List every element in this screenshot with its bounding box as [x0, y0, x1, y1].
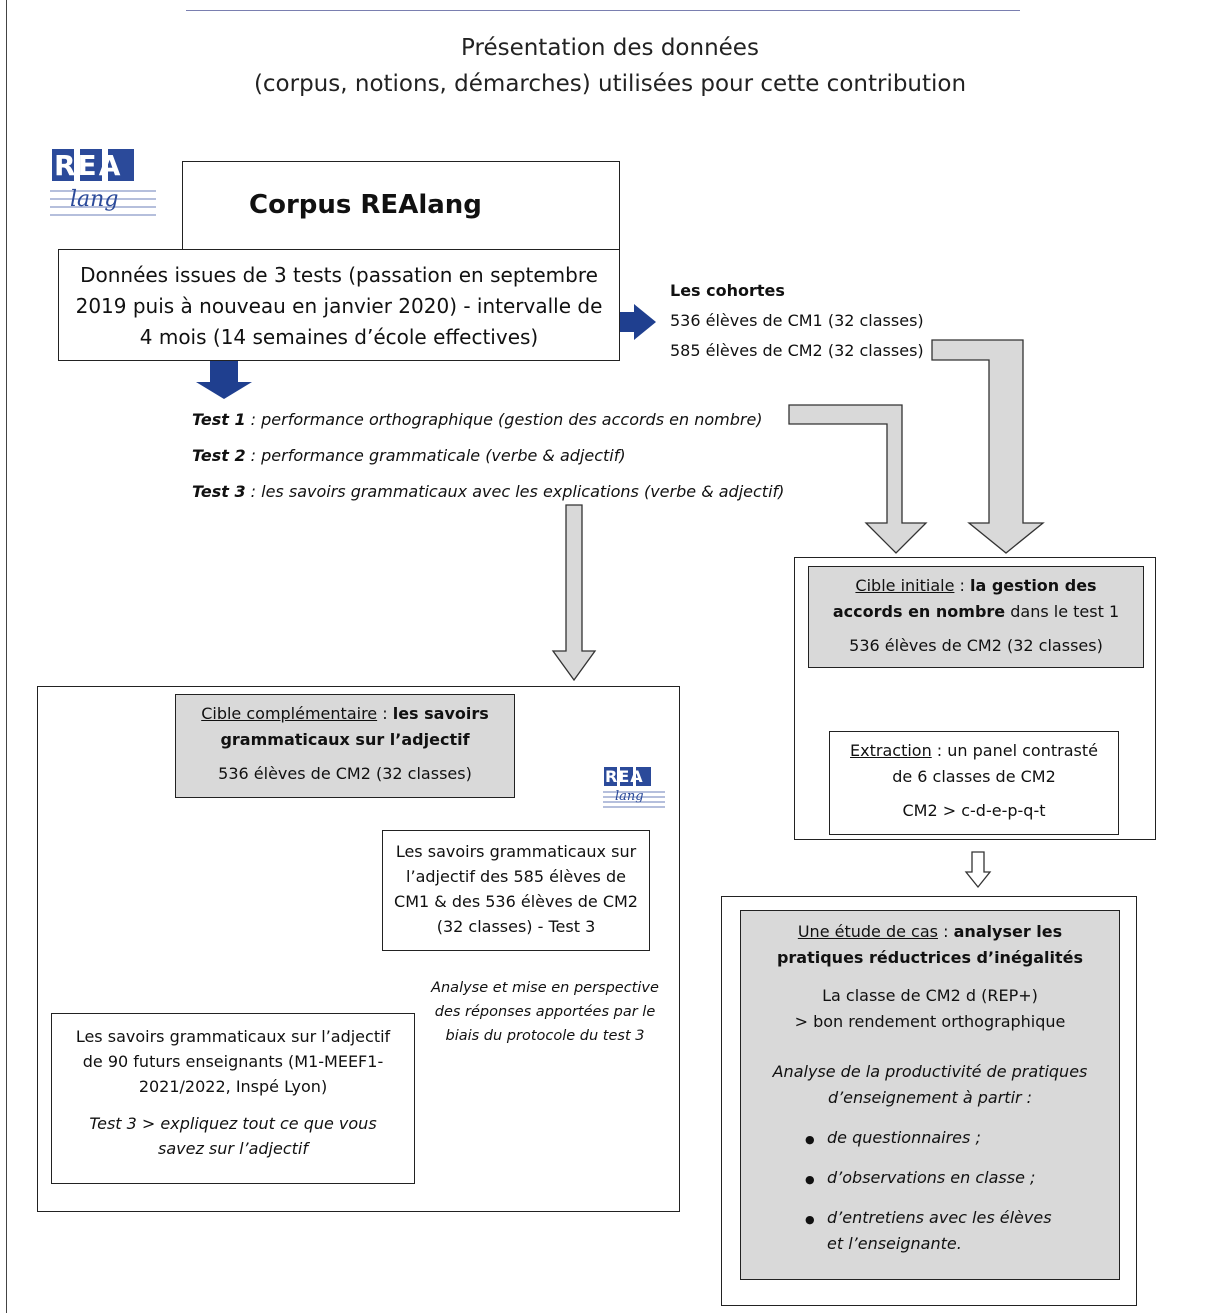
tests-list: Test 1 : performance orthographique (ges…: [192, 402, 784, 510]
left-border-line: [6, 0, 7, 1313]
analyse-perspective-text: Analyse et mise en perspective des répon…: [431, 980, 659, 1044]
test3-down-arrow: [551, 504, 597, 682]
extraction-heading: Extraction : un panel contrasté de 6 cla…: [840, 738, 1108, 790]
logo-text-bottom: lang: [70, 187, 119, 212]
etude-heading: Une étude de cas : analyser les pratique…: [755, 919, 1105, 971]
cible-initiale-rest: dans le test 1: [1005, 602, 1120, 621]
test-1-label: Test 1: [192, 410, 246, 429]
top-rule: [186, 10, 1020, 11]
cible-compl-bold: les savoirs grammaticaux sur l’adjectif: [220, 704, 489, 749]
cible-initiale-count: 536 élèves de CM2 (32 classes): [849, 636, 1103, 655]
analyse-perspective: Analyse et mise en perspective des répon…: [420, 976, 670, 1048]
logo-text-top: REA: [54, 149, 123, 182]
test-2: Test 2 : performance grammaticale (verbe…: [192, 438, 784, 474]
corpus-description: Données issues de 3 tests (passation en …: [75, 263, 603, 349]
futurs-line-1: Les savoirs grammaticaux sur l’adjectif …: [75, 1027, 391, 1096]
futurs-enseignants-box: Les savoirs grammaticaux sur l’adjectif …: [51, 1013, 415, 1184]
logo-small-text-bottom: lang: [615, 789, 644, 804]
cible-initiale-box: Cible initiale : la gestion des accords …: [808, 566, 1144, 668]
realang-logo: REA lang: [50, 143, 160, 223]
cible-compl-label: Cible complémentaire: [201, 704, 378, 723]
cohortes-line-cm1: 536 élèves de CM1 (32 classes): [670, 311, 924, 330]
test-1: Test 1 : performance orthographique (ges…: [192, 402, 784, 438]
test-3: Test 3 : les savoirs grammaticaux avec l…: [192, 474, 784, 510]
test-2-text: : performance grammaticale (verbe & adje…: [245, 446, 626, 465]
cible-compl-sep: :: [377, 704, 393, 723]
cible-initiale-sep: :: [954, 576, 970, 595]
realang-logo-small: REA lang: [603, 764, 667, 812]
test1-elbow-arrow: [788, 404, 928, 554]
blue-arrow-right: [617, 304, 656, 340]
cible-compl-count: 536 élèves de CM2 (32 classes): [218, 764, 472, 783]
etude-classe: La classe de CM2 d (REP+) > bon rendemen…: [755, 983, 1105, 1035]
cible-initiale-label: Cible initiale: [855, 576, 955, 595]
futurs-line-2: Test 3 > expliquez tout ce que vous save…: [89, 1114, 377, 1158]
etude-bullet-1: de questionnaires ;: [805, 1125, 1055, 1153]
realang-logo-graphic: [50, 149, 156, 216]
etude-bullets: de questionnaires ; d’observations en cl…: [805, 1125, 1055, 1257]
etude-analyse-line-1: Analyse de la productivité de pratiques: [772, 1062, 1088, 1081]
cible-initiale-bold: la gestion des accords en nombre: [832, 576, 1097, 621]
extraction-label: Extraction: [850, 741, 932, 760]
cohortes-line-cm2: 585 élèves de CM2 (32 classes): [670, 341, 924, 360]
corpus-description-box: Données issues de 3 tests (passation en …: [58, 249, 620, 361]
etude-bullet-3: d’entretiens avec les élèves et l’enseig…: [805, 1205, 1055, 1257]
extraction-text: : un panel contrasté de 6 classes de CM2: [892, 741, 1098, 786]
etude-classe-line-2: > bon rendement orthographique: [794, 1012, 1066, 1031]
etude-bold: analyser les pratiques réductrices d’iné…: [776, 922, 1084, 967]
etude-label: Une étude de cas: [797, 922, 938, 941]
test-1-text: : performance orthographique (gestion de…: [245, 410, 763, 429]
page-title: Présentation des données (corpus, notion…: [200, 30, 1020, 102]
cohortes-title: Les cohortes: [670, 281, 785, 300]
cible-compl-heading: Cible complémentaire : les savoirs gramm…: [186, 701, 504, 753]
extraction-code: CM2 > c-d-e-p-q-t: [902, 801, 1046, 820]
title-line-1: Présentation des données: [461, 35, 759, 61]
etude-box: Une étude de cas : analyser les pratique…: [740, 910, 1120, 1280]
blue-arrow-down: [196, 360, 252, 399]
corpus-title: Corpus REAlang: [249, 190, 482, 220]
extraction-to-etude-arrow: [964, 851, 992, 889]
test-3-label: Test 3: [192, 482, 246, 501]
cohortes-elbow-arrow: [931, 339, 1045, 554]
cohortes: Les cohortes 536 élèves de CM1 (32 class…: [670, 276, 924, 366]
cible-initiale-heading: Cible initiale : la gestion des accords …: [819, 573, 1133, 625]
savoirs-eleves-box: Les savoirs grammaticaux sur l’adjectif …: [382, 830, 650, 951]
etude-bullet-2: d’observations en classe ;: [805, 1165, 1055, 1193]
extraction-box: Extraction : un panel contrasté de 6 cla…: [829, 731, 1119, 835]
etude-classe-line-1: La classe de CM2 d (REP+): [822, 986, 1038, 1005]
title-line-2: (corpus, notions, démarches) utilisées p…: [253, 71, 967, 97]
test-3-text: : les savoirs grammaticaux avec les expl…: [245, 482, 785, 501]
cible-compl-box: Cible complémentaire : les savoirs gramm…: [175, 694, 515, 798]
test-2-label: Test 2: [192, 446, 246, 465]
etude-analyse: Analyse de la productivité de pratiques …: [755, 1059, 1105, 1111]
corpus-title-box: Corpus REAlang: [182, 161, 620, 261]
etude-analyse-line-2: d’enseignement à partir :: [827, 1088, 1033, 1107]
savoirs-eleves-text: Les savoirs grammaticaux sur l’adjectif …: [394, 842, 638, 936]
etude-sep: :: [938, 922, 954, 941]
realang-logo-small-graphic: [603, 767, 665, 808]
logo-small-text-top: REA: [605, 767, 644, 786]
